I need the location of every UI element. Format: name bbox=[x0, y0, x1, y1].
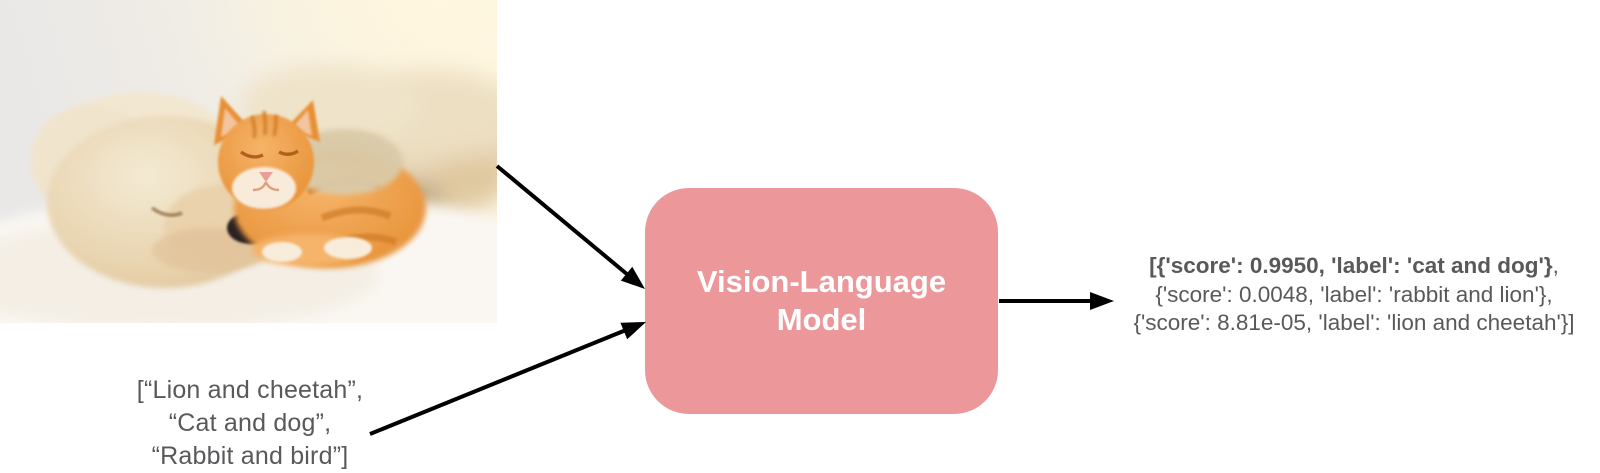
arrowhead-icon bbox=[620, 322, 646, 340]
output-scores-text: [{'score': 0.9950, 'label': 'cat and dog… bbox=[1108, 252, 1600, 338]
kitten-nose bbox=[259, 172, 273, 182]
arrow-shaft bbox=[495, 164, 630, 277]
kitten-paw bbox=[324, 237, 372, 259]
kitten-head bbox=[214, 96, 320, 210]
kitten-paw bbox=[262, 242, 302, 262]
output-line-3: {'score': 8.81e-05, 'label': 'lion and c… bbox=[1133, 310, 1575, 335]
kitten-closed-eye bbox=[240, 150, 264, 159]
output-line-1: [{'score': 0.9950, 'label': 'cat and dog… bbox=[1108, 252, 1600, 281]
arrow-prompt-to-model bbox=[369, 322, 646, 436]
puppy-closed-eye bbox=[151, 206, 183, 217]
arrow-shaft bbox=[369, 328, 627, 436]
input-image bbox=[0, 0, 497, 323]
arrow-model-to-output bbox=[999, 292, 1114, 310]
pets-photo-illustration bbox=[0, 0, 497, 323]
prompt-line-2: “Cat and dog”, bbox=[168, 409, 332, 437]
arrowhead-icon bbox=[620, 266, 645, 289]
candidate-labels-text: [“Lion and cheetah”, “Cat and dog”, “Rab… bbox=[95, 374, 405, 473]
output-line-1-bold: [{'score': 0.9950, 'label': 'cat and dog… bbox=[1149, 253, 1553, 278]
output-line-1-tail: , bbox=[1552, 253, 1559, 278]
kitten-closed-eye bbox=[278, 149, 299, 156]
vision-language-model-node: Vision-Language Model bbox=[645, 188, 998, 414]
kitten-muzzle bbox=[232, 167, 296, 209]
output-line-2: {'score': 0.0048, 'label': 'rabbit and l… bbox=[1155, 281, 1553, 307]
arrow-image-to-model bbox=[495, 164, 645, 289]
prompt-line-3: “Rabbit and bird”] bbox=[151, 442, 349, 470]
knit-blanket bbox=[287, 129, 403, 195]
model-label-line-1: Vision-Language bbox=[696, 264, 947, 299]
model-label-line-2: Model bbox=[776, 302, 867, 337]
prompt-line-1: [“Lion and cheetah”, bbox=[136, 376, 364, 404]
